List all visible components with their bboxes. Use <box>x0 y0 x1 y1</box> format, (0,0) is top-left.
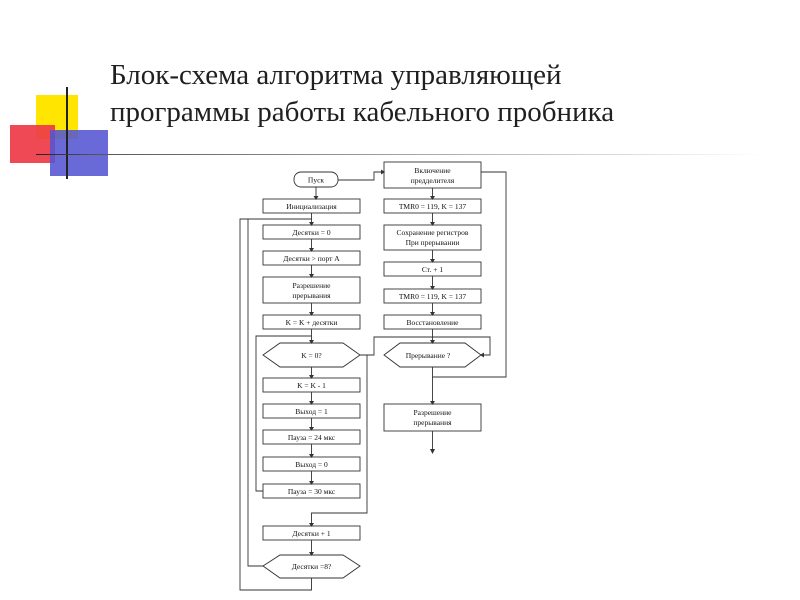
k-eq-label: K = K + десятки <box>286 318 338 327</box>
tmr0-b-label: TMR0 = 119, K = 137 <box>399 292 467 301</box>
slide-title: Блок-схема алгоритма управляющей програм… <box>110 57 770 131</box>
prescaler-line1: Включение <box>414 166 451 175</box>
st-inc-label: Ст. + 1 <box>422 265 443 274</box>
connectors <box>239 171 507 591</box>
tens-check-label: Десятки =8? <box>292 562 332 571</box>
pause24-label: Пауза = 24 мкс <box>288 433 336 442</box>
prescaler-line2: предделителя <box>411 176 455 185</box>
k-check-label: K = 0? <box>301 351 322 360</box>
restore-label: Восстановление <box>407 318 460 327</box>
tens-check-decision <box>262 554 361 579</box>
start-label: Пуск <box>308 176 324 185</box>
pause30-label: Пауза = 30 мкс <box>288 487 336 496</box>
int-enable-left-line1: Разрешение <box>292 281 331 290</box>
save-regs-line2: При прерывании <box>406 238 460 247</box>
decor-red-square <box>10 125 55 163</box>
tens-zero-label: Десятки = 0 <box>292 228 330 237</box>
decor-blue-square <box>50 130 108 176</box>
prescaler-box <box>383 161 482 189</box>
init-label: Инициализация <box>286 202 337 211</box>
int-enable-right-line2: прерывания <box>413 418 452 427</box>
tens-port-label: Десятки > порт A <box>283 254 340 263</box>
decor-horizontal-line <box>36 154 764 155</box>
save-regs-box <box>383 224 482 251</box>
slide-title-line-1: Блок-схема алгоритма управляющей <box>110 59 562 91</box>
tmr0-a-label: TMR0 = 119, K = 137 <box>399 202 467 211</box>
int-enable-right-line1: Разрешение <box>413 408 452 417</box>
decor-vertical-line <box>66 87 68 179</box>
k-dec-label: K = K - 1 <box>297 381 326 390</box>
slide-title-line-2: программы работы кабельного пробника <box>110 96 615 128</box>
out-zero-label: Выход = 0 <box>295 460 328 469</box>
save-regs-line1: Сохранение регистров <box>397 228 469 237</box>
int-enable-left-box <box>262 276 361 304</box>
int-check-label: Прерывание ? <box>406 351 451 360</box>
int-enable-right-box <box>383 403 482 432</box>
int-enable-left-line2: прерывания <box>292 291 331 300</box>
out-one-label: Выход = 1 <box>295 407 328 416</box>
tens-inc-label: Десятки + 1 <box>292 529 330 538</box>
arrowheads <box>309 169 484 556</box>
